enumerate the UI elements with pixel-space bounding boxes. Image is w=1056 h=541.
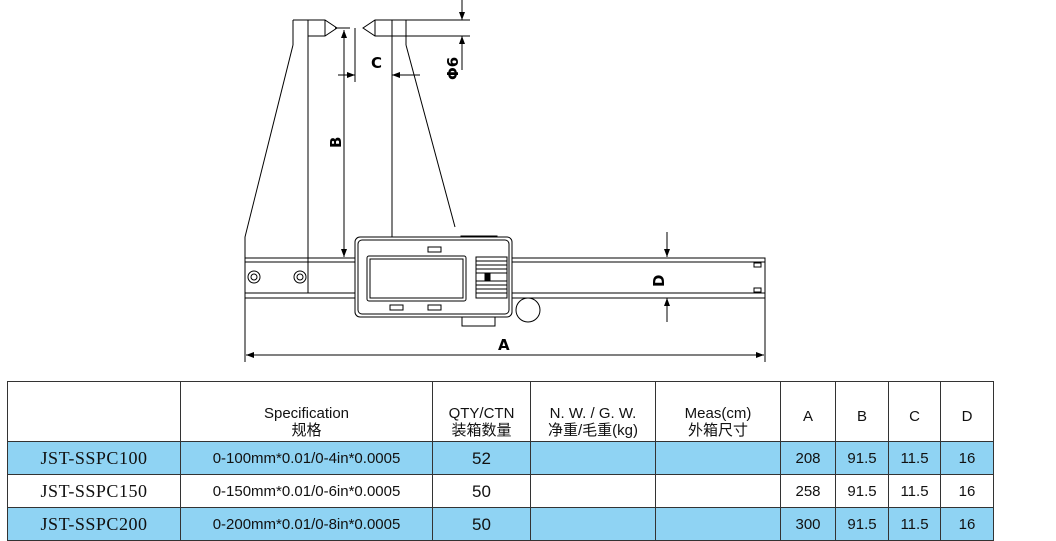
cell-c: 11.5: [888, 474, 941, 508]
header-weight-zh: 净重/毛重(kg): [547, 422, 638, 439]
digital-display-head: [354, 235, 541, 327]
header-qty-zh: 装箱数量: [451, 422, 512, 439]
cell-d: 16: [940, 507, 994, 541]
cell-d: 16: [940, 441, 994, 475]
cell-model: JST-SSPC200: [7, 507, 181, 541]
dimension-b: B: [327, 27, 350, 257]
cell-qty: 52: [432, 441, 531, 475]
header-weight: N. W. / G. W.净重/毛重(kg): [530, 381, 656, 442]
cell-model: JST-SSPC100: [7, 441, 181, 475]
cell-b: 91.5: [835, 507, 889, 541]
cell-a: 208: [780, 441, 836, 475]
cell-weight: [530, 441, 656, 475]
cell-c: 11.5: [888, 441, 941, 475]
header-specification-en: Specification: [263, 405, 350, 422]
header-d: D: [940, 381, 994, 442]
cell-b: 91.5: [835, 441, 889, 475]
moving-jaw: [362, 19, 470, 237]
table-row: JST-SSPC150 0-150mm*0.01/0-6in*0.0005 50…: [7, 474, 994, 508]
cell-b: 91.5: [835, 474, 889, 508]
dimension-c: C: [338, 28, 420, 82]
header-specification-zh: 规格: [291, 422, 322, 439]
dimension-d-label: D: [650, 275, 668, 287]
table-row: JST-SSPC200 0-200mm*0.01/0-8in*0.0005 50…: [7, 507, 994, 541]
cell-d: 16: [940, 474, 994, 508]
dimension-a-label: A: [498, 336, 510, 354]
header-meas-en: Meas(cm): [684, 405, 752, 422]
header-b: B: [835, 381, 889, 442]
dimension-a: A: [244, 298, 766, 362]
header-qty-en: QTY/CTN: [448, 405, 515, 422]
header-weight-en: N. W. / G. W.: [549, 405, 637, 422]
fixed-jaw: [244, 19, 338, 293]
dimension-d: D: [650, 232, 670, 322]
dimension-c-label: C: [371, 54, 382, 72]
header-model: [7, 381, 181, 442]
caliper-technical-drawing: C B Φ6 D: [244, 0, 766, 362]
dimension-diameter-label: Φ6: [444, 57, 462, 80]
cell-spec: 0-150mm*0.01/0-6in*0.0005: [180, 474, 433, 508]
header-a: A: [780, 381, 836, 442]
header-meas-zh: 外箱尺寸: [687, 422, 748, 439]
cell-qty: 50: [432, 474, 531, 508]
cell-c: 11.5: [888, 507, 941, 541]
cell-a: 258: [780, 474, 836, 508]
dimension-b-label: B: [327, 137, 345, 148]
header-meas: Meas(cm)外箱尺寸: [655, 381, 781, 442]
cell-meas: [655, 441, 781, 475]
cell-meas: [655, 474, 781, 508]
dimension-diameter: Φ6: [444, 0, 465, 80]
cell-model: JST-SSPC150: [7, 474, 181, 508]
cell-spec: 0-200mm*0.01/0-8in*0.0005: [180, 507, 433, 541]
table-row: JST-SSPC100 0-100mm*0.01/0-4in*0.0005 52…: [7, 441, 994, 475]
cell-weight: [530, 507, 656, 541]
cell-meas: [655, 507, 781, 541]
cell-a: 300: [780, 507, 836, 541]
cell-weight: [530, 474, 656, 508]
header-c: C: [888, 381, 941, 442]
cell-spec: 0-100mm*0.01/0-4in*0.0005: [180, 441, 433, 475]
cell-qty: 50: [432, 507, 531, 541]
